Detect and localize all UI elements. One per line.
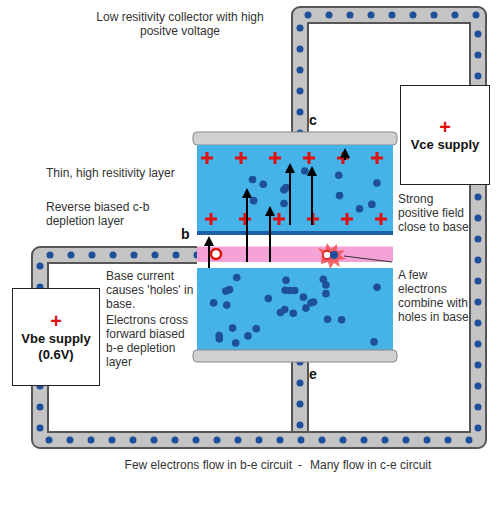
power-supply-box: +Vbe supply (0.6V) [12, 288, 100, 386]
power-supply-box: +Vce supply [400, 85, 490, 185]
wire [40, 185, 478, 440]
annotation: Electrons cross forward biased b-e deple… [106, 313, 194, 369]
polarity-sign: + [50, 311, 62, 331]
terminal-label: c [309, 112, 329, 128]
emitter-region [197, 268, 393, 350]
cb-depletion-layer [197, 231, 393, 235]
annotation: Few electrons flow in b-e circuit [20, 458, 292, 472]
depletion-gap [197, 235, 393, 246]
annotation: - [294, 458, 306, 472]
annotation: Low resitivity collector with high posit… [95, 10, 265, 38]
collector-plate [193, 132, 397, 145]
leader-line [344, 256, 392, 262]
polarity-sign: + [439, 117, 451, 137]
annotation: A few electrons combine with holes in ba… [398, 268, 478, 324]
annotation: Base current causes 'holes' in base. [106, 269, 194, 311]
supply-name: Vbe supply (0.6V) [17, 331, 95, 363]
annotation: Strong positive field close to base [398, 192, 470, 234]
recombination [318, 243, 346, 269]
electron-flow-arrows [209, 150, 345, 268]
terminal-label: e [309, 366, 329, 382]
annotation: Reverse biased c-b depletion layer [46, 200, 174, 228]
collector-region [197, 145, 393, 231]
base-region [197, 246, 393, 262]
annotation: Thin, high resitivity layer [46, 166, 192, 180]
positive-charges [201, 152, 387, 225]
hole [211, 249, 221, 259]
supply-name: Vce supply [411, 137, 480, 153]
be-depletion-layer [197, 262, 393, 268]
annotation: Many flow in c-e circuit [310, 458, 490, 472]
wire [40, 15, 478, 440]
emitter-plate [193, 350, 397, 362]
terminal-label: b [181, 226, 195, 242]
